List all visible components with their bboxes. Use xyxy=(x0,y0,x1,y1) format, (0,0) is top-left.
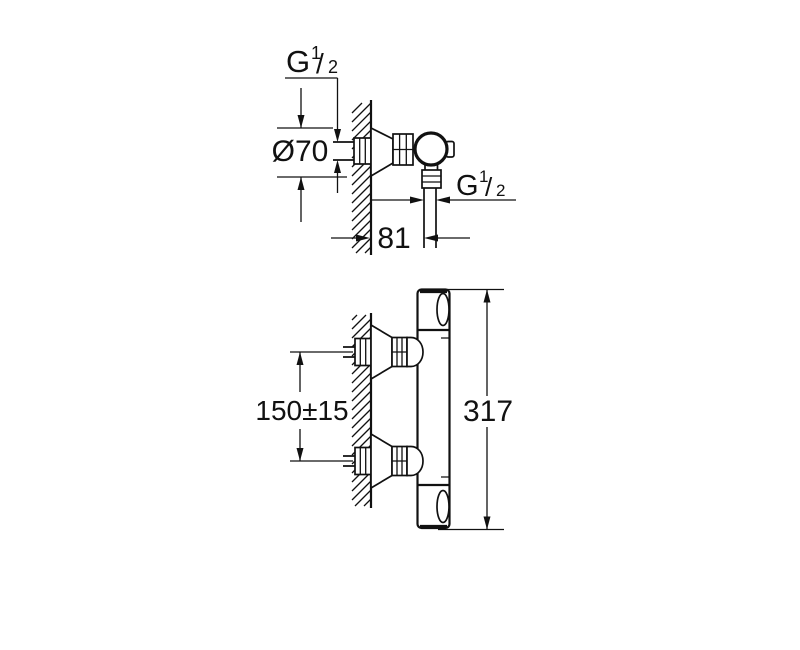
bar-detail-ticks xyxy=(441,337,450,478)
union-nut-flats xyxy=(392,446,407,476)
body-height-label: 317 xyxy=(463,395,513,428)
arrow-up-icon xyxy=(297,177,305,190)
dim-hose-thread: G 1 / 2 xyxy=(371,167,516,204)
arrow-left-icon xyxy=(436,196,450,204)
stub-nut-flats xyxy=(359,338,367,366)
inlet-dome xyxy=(406,336,424,368)
top-cap-curve xyxy=(436,292,450,327)
wall-thread-slash: / xyxy=(316,48,324,79)
hose-thread-numerator: 1 xyxy=(479,167,488,186)
dim-spacing-lines xyxy=(290,351,353,462)
escutcheon-diameter-label: Ø70 xyxy=(272,135,329,168)
hose-thread-letter: G xyxy=(456,170,479,202)
dim-escutcheon-diameter: Ø70 xyxy=(272,88,347,222)
dim-escutcheon-lines xyxy=(277,88,347,222)
dim-body-height: 317 xyxy=(438,288,513,531)
arrow-right-icon xyxy=(410,196,424,204)
wall-thread-letter: G xyxy=(286,44,310,79)
escutcheon-cone-side xyxy=(370,126,394,178)
supply-pipe xyxy=(333,137,372,165)
arrow-up-icon xyxy=(334,160,341,173)
arrow-down-icon xyxy=(334,129,341,142)
union-nut-flats xyxy=(393,134,413,165)
union-nut-flats xyxy=(392,337,407,367)
outlet-collar xyxy=(421,169,442,189)
escutcheon-cone xyxy=(370,432,393,490)
valve-body-circle xyxy=(413,131,449,167)
side-view: G 1 / 2 Ø70 G 1 / 2 81 xyxy=(272,43,516,255)
wall-hatching-side xyxy=(351,102,372,254)
escutcheon-cone xyxy=(370,323,393,381)
dim-wall-thread-leader xyxy=(285,77,339,193)
depth-label: 81 xyxy=(377,222,410,255)
dim-depth: 81 xyxy=(331,222,470,255)
outlet-neck xyxy=(424,163,439,170)
wall-thread-numerator: 1 xyxy=(311,43,321,63)
dim-inlet-spacing: 150±15 xyxy=(255,351,353,462)
inlet-dome xyxy=(406,445,424,477)
wall-thread-denominator: 2 xyxy=(328,57,338,77)
inlet-connection-top xyxy=(343,323,424,381)
bar-end-edges xyxy=(420,289,447,529)
dim-height-lines xyxy=(438,288,504,531)
bar-cap-seams xyxy=(417,328,450,487)
stub-nut xyxy=(354,337,372,367)
stub-nut xyxy=(354,446,372,476)
inlet-spacing-label: 150±15 xyxy=(255,395,348,426)
inlet-connection-bottom xyxy=(343,432,424,490)
stub-nut-flats xyxy=(359,447,367,475)
wall-section-side xyxy=(351,100,373,255)
union-nut-side xyxy=(392,133,414,166)
front-view: 150±15 317 xyxy=(255,288,513,531)
arrow-up-icon xyxy=(483,289,491,303)
hose-thread-slash: / xyxy=(485,172,493,202)
arrow-up-icon xyxy=(296,352,304,365)
arrow-left-icon xyxy=(424,234,438,242)
arrow-right-icon xyxy=(356,234,370,242)
pipe-nut-flats xyxy=(359,138,366,164)
pipe-lines xyxy=(333,141,354,161)
arrow-down-icon xyxy=(483,516,491,530)
stub-lines xyxy=(343,455,355,467)
arrow-down-icon xyxy=(297,115,305,128)
pipe-nut xyxy=(353,137,372,165)
stub-lines xyxy=(343,346,355,358)
hose-thread-denominator: 2 xyxy=(496,181,505,200)
hose-outlet xyxy=(421,163,442,248)
arrow-down-icon xyxy=(296,448,304,461)
thermostat-bar xyxy=(416,288,451,530)
bottom-cap-curve xyxy=(436,489,450,524)
outlet-collar-bands xyxy=(422,175,441,183)
valve-body xyxy=(413,131,455,167)
dim-wall-thread: G 1 / 2 xyxy=(285,43,341,193)
